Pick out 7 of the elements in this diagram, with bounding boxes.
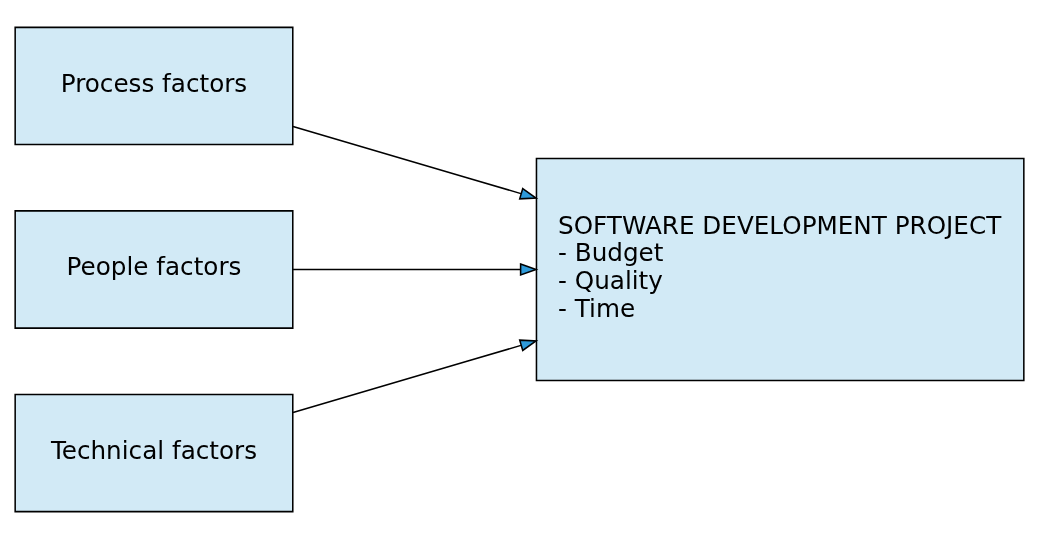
- arrow: [291, 262, 538, 276]
- arrow: [291, 125, 538, 200]
- node-box: SOFTWARE DEVELOPMENT PROJECT - Budget - Quality - Time: [535, 157, 1025, 381]
- node-box: Process factors: [13, 26, 294, 145]
- node-box: Technical factors: [13, 393, 294, 512]
- node-box: People factors: [13, 209, 294, 329]
- arrow: [291, 338, 538, 413]
